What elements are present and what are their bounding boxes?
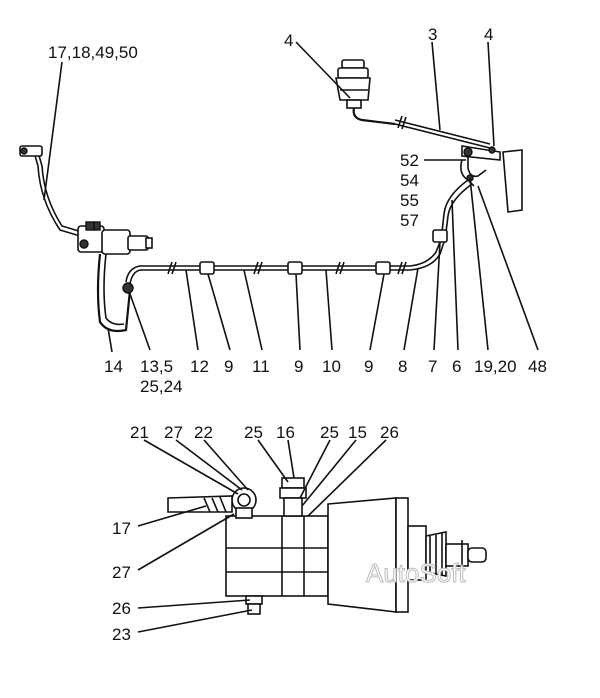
label-9-a: 9 <box>224 357 233 376</box>
label-57: 57 <box>400 211 419 230</box>
label-10: 10 <box>322 357 341 376</box>
label-25-a: 25 <box>244 423 263 442</box>
label-23: 23 <box>112 625 131 644</box>
cylinder-bellows <box>327 497 397 613</box>
push-rod <box>425 531 487 577</box>
label-16: 16 <box>276 423 295 442</box>
label-7: 7 <box>428 357 437 376</box>
cylinder-body <box>225 515 329 597</box>
label-15: 15 <box>348 423 367 442</box>
label-3: 3 <box>428 25 437 44</box>
label-4-right: 4 <box>484 25 493 44</box>
label-26-top: 26 <box>380 423 399 442</box>
upper-leader-lines <box>43 41 539 353</box>
label-55: 55 <box>400 191 419 210</box>
label-14: 14 <box>104 357 123 376</box>
label-27-left: 27 <box>112 563 131 582</box>
slave-cylinder-left <box>19 145 153 333</box>
reservoir-hose <box>394 123 491 149</box>
label-26-left: 26 <box>112 599 131 618</box>
lower-leader-lines <box>137 439 387 633</box>
bottom-fitting <box>245 595 263 615</box>
label-9-c: 9 <box>364 357 373 376</box>
label-6: 6 <box>452 357 461 376</box>
fluid-reservoir <box>335 59 396 126</box>
upper-assembly: 17,18,49,50 4 3 4 52 54 55 57 14 13,5 25… <box>19 25 547 396</box>
label-17: 17 <box>112 519 131 538</box>
label-22: 22 <box>194 423 213 442</box>
label-12: 12 <box>190 357 209 376</box>
master-cylinder-pedal <box>460 145 523 213</box>
label-4-left: 4 <box>284 31 293 50</box>
label-11: 11 <box>252 357 270 376</box>
label-48: 48 <box>528 357 547 376</box>
label-8: 8 <box>398 357 407 376</box>
label-17-18-49-50: 17,18,49,50 <box>48 43 138 62</box>
label-9-b: 9 <box>294 357 303 376</box>
label-13-5: 13,5 <box>140 357 173 376</box>
lower-assembly: 21 27 22 25 16 25 15 26 17 27 26 23 Auto… <box>112 423 487 644</box>
label-21: 21 <box>130 423 149 442</box>
pipe-union-upper <box>432 229 448 243</box>
label-19-20: 19,20 <box>474 357 517 376</box>
label-25-b: 25 <box>320 423 339 442</box>
watermark: AutoSoft <box>366 558 467 588</box>
main-pipe <box>125 261 407 285</box>
label-25-24: 25,24 <box>140 377 183 396</box>
label-54: 54 <box>400 171 419 190</box>
top-fitting <box>279 477 307 517</box>
cylinder-flange <box>395 497 409 613</box>
label-52: 52 <box>400 151 419 170</box>
label-27-top: 27 <box>164 423 183 442</box>
master-pipe <box>441 179 469 233</box>
